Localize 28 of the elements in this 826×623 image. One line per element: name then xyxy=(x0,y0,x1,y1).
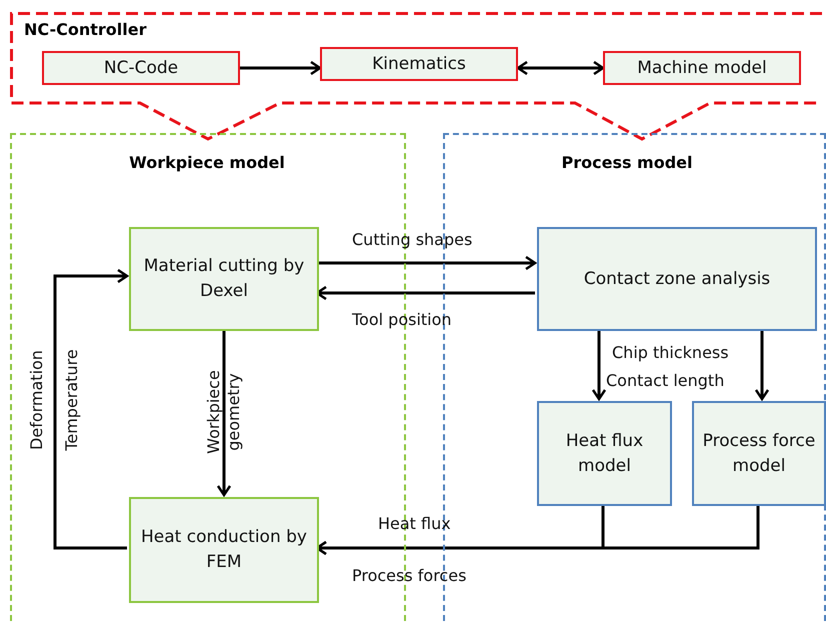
flow-label: Temperature xyxy=(62,348,82,453)
arrow xyxy=(240,60,322,76)
process-box: Heat conduction by FEM xyxy=(129,497,319,603)
edge-label: Tool position xyxy=(352,310,452,329)
edge-label: Process forces xyxy=(352,566,466,585)
process-box: Machine model xyxy=(603,51,801,85)
controller-region xyxy=(10,12,822,142)
process-box: Material cutting by Dexel xyxy=(129,227,319,331)
arrow xyxy=(216,329,232,496)
arrow xyxy=(516,60,604,76)
edge-label: Cutting shapes xyxy=(352,230,472,249)
arrow xyxy=(592,329,606,400)
region-title: NC-Controller xyxy=(24,20,147,39)
process-box: Kinematics xyxy=(320,47,518,81)
process-box: Process force model xyxy=(692,401,826,506)
flow-label: Deformation xyxy=(27,349,47,452)
arrow xyxy=(54,268,128,550)
flow-label: Contact length xyxy=(606,371,724,390)
region-title: Workpiece model xyxy=(129,153,285,172)
process-box: NC-Code xyxy=(42,51,240,85)
flow-label: Chip thickness xyxy=(612,343,729,362)
process-box: Contact zone analysis xyxy=(537,227,817,331)
arrow xyxy=(317,256,536,270)
edge-label: Heat flux xyxy=(378,514,451,533)
edge-label: Workpiece geometry xyxy=(204,369,244,456)
arrow xyxy=(754,329,770,400)
process-box: Heat flux model xyxy=(537,401,672,506)
region-title: Process model xyxy=(562,153,692,172)
